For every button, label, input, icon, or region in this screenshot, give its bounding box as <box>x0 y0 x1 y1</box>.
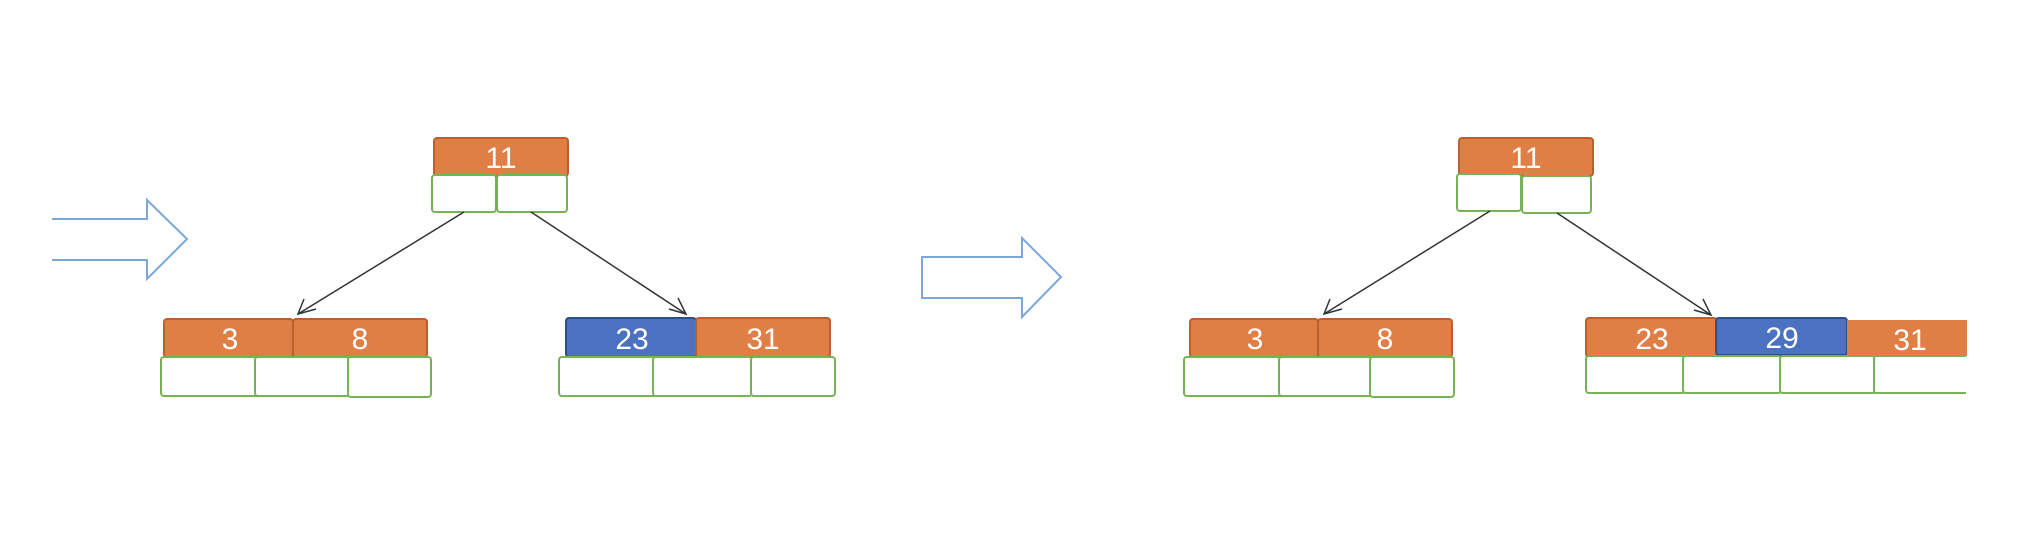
key-label: 29 <box>1765 322 1798 355</box>
block-arrow-left <box>52 197 189 282</box>
pointer-slot <box>1456 173 1522 212</box>
left-child-node: 3 8 <box>1183 318 1455 398</box>
pointer-slot <box>347 356 432 398</box>
edge-arrowhead <box>668 297 688 316</box>
right-child-node: 23 29 31 <box>1585 317 1967 394</box>
edge-arrowhead <box>296 298 317 316</box>
pointer-slot <box>1369 356 1455 398</box>
key-label: 3 <box>1247 323 1264 356</box>
key-label: 8 <box>1377 323 1394 356</box>
key-label: 23 <box>1635 323 1668 356</box>
root-node: 11 <box>431 137 569 213</box>
pointer-slot <box>1682 355 1782 394</box>
key-label: 8 <box>352 323 369 356</box>
pointer-slot <box>1585 355 1686 394</box>
pointer-slot <box>1521 175 1592 214</box>
edge-arrowhead <box>1322 298 1343 316</box>
tree-after: 11 3 8 23 29 31 <box>1183 137 1967 398</box>
edge-to-right-child <box>530 211 687 315</box>
pointer-slot <box>496 174 568 213</box>
tree-before: 11 3 8 23 31 <box>160 137 836 398</box>
pointer-slot <box>254 356 356 397</box>
key-box <box>1847 320 1967 356</box>
key-label: 31 <box>746 323 779 356</box>
left-child-node: 3 8 <box>160 318 432 398</box>
pointer-slot <box>160 356 268 397</box>
key-label: 23 <box>615 323 648 356</box>
key-label: 11 <box>485 142 516 175</box>
key-label: 11 <box>1510 142 1541 175</box>
pointer-slot <box>1779 355 1877 394</box>
pointer-slot-partial <box>1873 355 1966 394</box>
key-label: 31 <box>1893 324 1926 357</box>
pointer-slot <box>431 174 497 213</box>
pointer-slot <box>652 356 753 397</box>
edge-to-left-child <box>297 211 465 315</box>
pointer-slot <box>1278 356 1380 397</box>
block-arrow-middle <box>921 235 1063 320</box>
pointer-slot <box>1183 356 1291 397</box>
edge-to-right-child <box>1556 212 1712 316</box>
pointer-slot <box>558 356 660 397</box>
edge-arrowhead <box>1693 298 1713 317</box>
edge-to-left-child <box>1323 210 1491 315</box>
root-node: 11 <box>1456 137 1594 214</box>
right-child-node: 23 31 <box>558 317 836 397</box>
pointer-slot <box>750 356 836 397</box>
key-label: 3 <box>222 323 239 356</box>
